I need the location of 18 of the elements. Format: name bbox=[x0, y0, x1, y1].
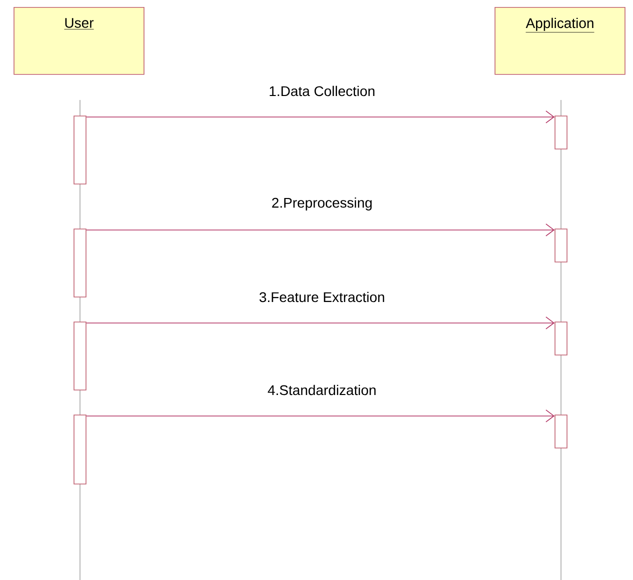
message-arrow bbox=[86, 316, 555, 330]
activation-bar bbox=[74, 414, 86, 484]
activation-bar bbox=[74, 322, 86, 390]
activation-bar bbox=[554, 116, 568, 150]
activation-bar bbox=[74, 228, 86, 298]
activation-bar bbox=[554, 228, 568, 262]
message-arrow bbox=[86, 224, 555, 236]
message-arrow bbox=[86, 110, 555, 124]
edge-label: 4.Standardization bbox=[266, 384, 378, 396]
object-box: Application bbox=[494, 6, 626, 75]
edge-label: 2.Preprocessing bbox=[270, 196, 374, 212]
activation-bar bbox=[74, 116, 86, 184]
object-box: User bbox=[14, 6, 144, 75]
activation-bar bbox=[554, 414, 568, 448]
activation-bar bbox=[554, 322, 568, 356]
message-arrow bbox=[86, 410, 555, 422]
edge-label: 3.Feature Extraction bbox=[258, 290, 386, 304]
edge-label: 1.Data Collection bbox=[268, 84, 376, 98]
